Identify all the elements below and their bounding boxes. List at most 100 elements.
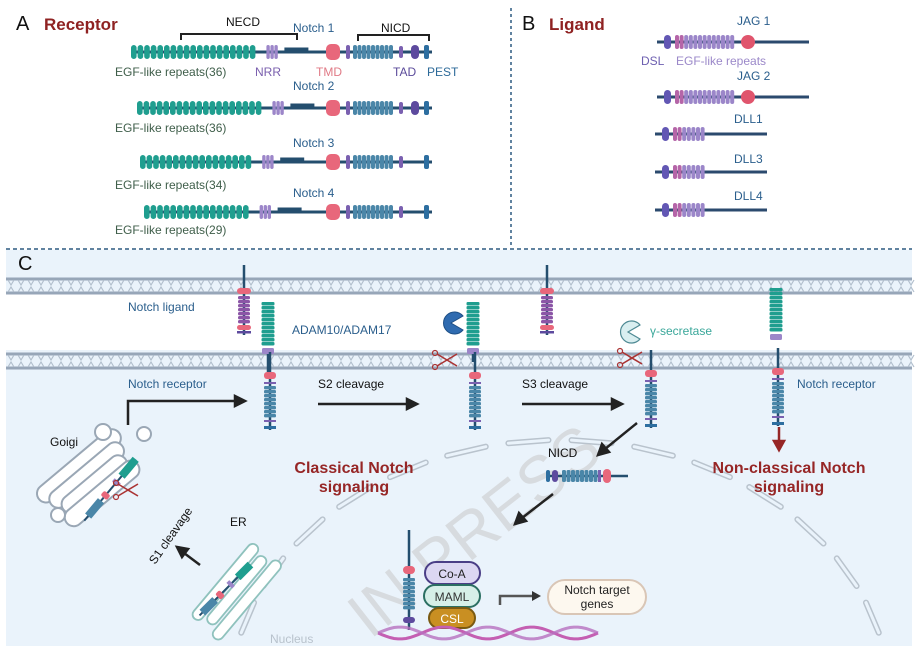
tad-domain <box>411 101 419 115</box>
egf-repeats-unit <box>223 45 229 59</box>
lipid-tail <box>257 354 265 368</box>
egf-repeats-unit <box>190 45 196 59</box>
lipid-tail <box>217 354 225 368</box>
lipid-tail <box>117 279 125 293</box>
ligand-egf-unit <box>696 165 700 179</box>
egf-repeats <box>140 155 252 169</box>
lipid-tail <box>87 279 95 293</box>
ligand-tm <box>237 288 251 294</box>
nicd-bracket <box>357 34 430 41</box>
tad-domain <box>411 45 419 59</box>
tmd-domain <box>326 204 340 220</box>
egf-repeats-unit <box>143 101 150 115</box>
lipid-tail <box>487 354 495 368</box>
ankyrin-unit <box>645 392 657 396</box>
lipid-tail <box>367 354 375 368</box>
lipid-tail <box>497 279 505 293</box>
nuclear-envelope-segment-fill <box>632 445 675 458</box>
ligand-egf-unit <box>721 90 725 104</box>
lipid-tail <box>657 279 665 293</box>
ligand-egf-unit <box>682 165 687 179</box>
egf-repeats-unit <box>177 205 183 219</box>
lipid-tail <box>577 279 585 293</box>
lipid-tail <box>827 354 835 368</box>
egf-unit <box>261 342 275 346</box>
lipid-tail <box>907 354 915 368</box>
ankyrin-repeats <box>353 205 393 219</box>
nicd-to-nucleus-arrow <box>521 493 554 519</box>
ligand-jag2: JAG 2 <box>657 69 809 104</box>
nicd-ankyrin-unit <box>589 470 593 482</box>
ligand-egf-unit <box>721 35 725 49</box>
ligand-dsl <box>540 325 554 330</box>
lipid-tail <box>567 354 575 368</box>
ankyrin-unit <box>264 410 276 414</box>
er-receptor-nrr <box>226 580 235 589</box>
egf-repeats-unit <box>236 205 242 219</box>
pest-domain <box>424 101 429 115</box>
lipid-tail <box>807 354 815 368</box>
lipid-tail <box>587 279 595 293</box>
lipid-tail <box>697 279 705 293</box>
lipid-tail <box>587 354 595 368</box>
ligand-egf-unit <box>682 203 687 217</box>
egf-repeats-unit <box>229 101 235 115</box>
lipid-tail <box>757 354 765 368</box>
er-label: ER <box>230 515 247 529</box>
lipid-tail <box>207 354 215 368</box>
nicd-ankyrin-unit <box>562 470 566 482</box>
dsl-domain <box>662 203 669 217</box>
lipid-tail <box>57 354 65 368</box>
ankyrin-unit <box>645 412 657 416</box>
ram <box>264 382 276 384</box>
nrr-domain-unit <box>272 101 276 115</box>
lipid-tail <box>327 279 335 293</box>
necd-label: NECD <box>226 15 260 29</box>
lipid-tail <box>707 279 715 293</box>
egf-repeats-unit <box>150 45 157 59</box>
lipid-tail <box>747 279 755 293</box>
cysteine-rich-domain <box>741 35 755 49</box>
lipid-tail <box>627 279 635 293</box>
egf-repeats-unit <box>236 101 242 115</box>
ligand-egf-unit <box>688 90 693 104</box>
lipid-tail <box>667 279 675 293</box>
arrowhead <box>532 591 541 601</box>
egf-unit <box>466 322 480 326</box>
ligand-egf-unit <box>679 35 684 49</box>
ram-domain <box>346 205 350 219</box>
ligand-name: DLL4 <box>734 189 763 203</box>
lipid-tail <box>307 279 315 293</box>
lipid-tail <box>197 354 205 368</box>
nuclear-nicd-tm <box>403 566 415 574</box>
ligand-egf-unit <box>691 165 696 179</box>
lipid-tail <box>817 354 825 368</box>
nicd-ankyrin-unit <box>571 470 575 482</box>
egf-repeat-count-label: EGF-like repeats(36) <box>115 65 226 79</box>
golgi-receptor-tm <box>101 491 110 500</box>
ligand-egf-unit <box>693 90 698 104</box>
egf-repeats-unit <box>179 155 186 169</box>
nrr-domain-unit <box>276 101 280 115</box>
nucleus-envelope <box>238 437 882 636</box>
transcription-arrow <box>498 594 533 605</box>
target-genes-line1: Notch target <box>564 583 630 597</box>
lipid-tail <box>77 279 85 293</box>
receptor-2-ecd <box>466 302 480 354</box>
lipid-tail <box>457 354 465 368</box>
egf-unit <box>769 300 783 304</box>
egf-unit <box>466 342 480 346</box>
tmd <box>645 370 657 377</box>
egf-repeats-unit <box>164 45 170 59</box>
lipid-tail <box>687 279 695 293</box>
lipid-tail <box>377 279 385 293</box>
ligand-egf-unit <box>686 165 691 179</box>
lipid-tail <box>467 279 475 293</box>
target-genes-box <box>547 579 647 615</box>
lipid-tail <box>557 279 565 293</box>
golgi-to-membrane-arrow <box>126 399 235 425</box>
lipid-tail <box>67 354 75 368</box>
pest-label: PEST <box>427 65 459 79</box>
lipid-tail <box>837 354 845 368</box>
egf-unit <box>466 302 480 306</box>
